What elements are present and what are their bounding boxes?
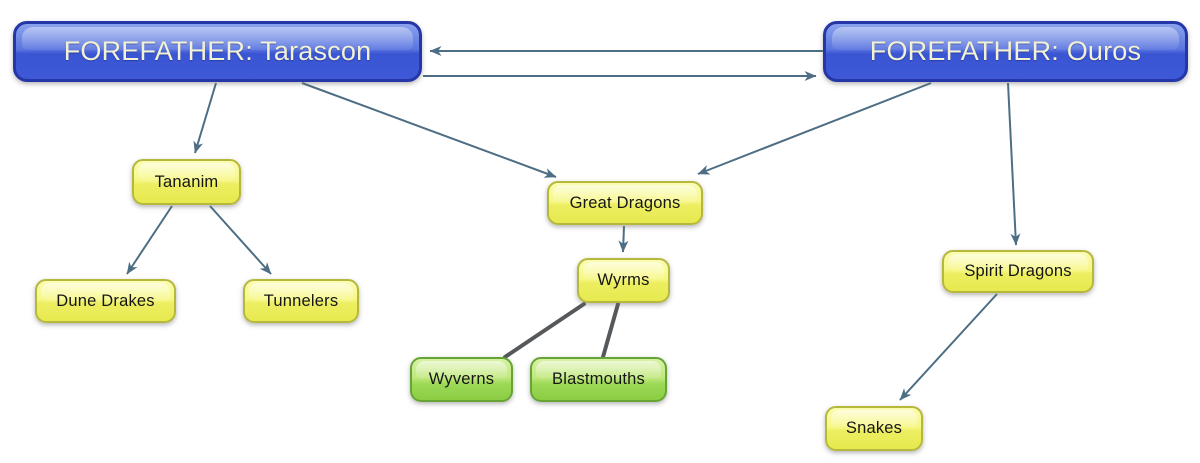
edge-spirit-dragons-to-snakes — [899, 293, 998, 401]
node-label: Snakes — [845, 419, 903, 437]
node-label: Great Dragons — [569, 193, 681, 212]
node-spirit-dragons[interactable]: Spirit Dragons — [942, 250, 1094, 293]
node-label: Spirit Dragons — [964, 262, 1072, 280]
node-forefather-tarascon[interactable]: FOREFATHER: Tarascon — [13, 21, 422, 82]
node-tananim[interactable]: Tananim — [132, 159, 241, 205]
edge-tarascon-to-tananim — [193, 82, 217, 154]
node-blastmouths[interactable]: Blastmouths — [530, 357, 667, 402]
edge-ouros-to-great-dragons — [697, 82, 932, 175]
node-tunnelers[interactable]: Tunnelers — [243, 279, 359, 323]
node-label: FOREFATHER: Tarascon — [63, 36, 372, 66]
node-label: Dune Drakes — [56, 291, 155, 310]
node-label: Tunnelers — [263, 291, 339, 310]
node-great-dragons[interactable]: Great Dragons — [547, 181, 703, 225]
node-label: Wyverns — [428, 370, 495, 388]
node-label: Tananim — [154, 172, 219, 191]
node-label: Wyrms — [597, 271, 650, 289]
node-snakes[interactable]: Snakes — [825, 406, 923, 451]
node-label: FOREFATHER: Ouros — [869, 36, 1142, 66]
edge-wyrms-to-blastmouths — [601, 302, 620, 359]
edge-tananim-to-dune-drakes — [126, 205, 173, 275]
edge-ouros-to-spirit-dragons — [1007, 82, 1021, 246]
edge-tarascon-to-great-dragons — [301, 82, 557, 178]
node-forefather-ouros[interactable]: FOREFATHER: Ouros — [823, 21, 1188, 82]
node-wyrms[interactable]: Wyrms — [577, 258, 670, 303]
edge-tananim-to-tunnelers — [209, 205, 272, 275]
edge-wyrms-to-wyverns — [503, 302, 586, 359]
node-dune-drakes[interactable]: Dune Drakes — [35, 279, 176, 323]
node-wyverns[interactable]: Wyverns — [410, 357, 513, 402]
node-label: Blastmouths — [552, 370, 645, 388]
edge-great-dragons-to-wyrms — [618, 225, 629, 253]
